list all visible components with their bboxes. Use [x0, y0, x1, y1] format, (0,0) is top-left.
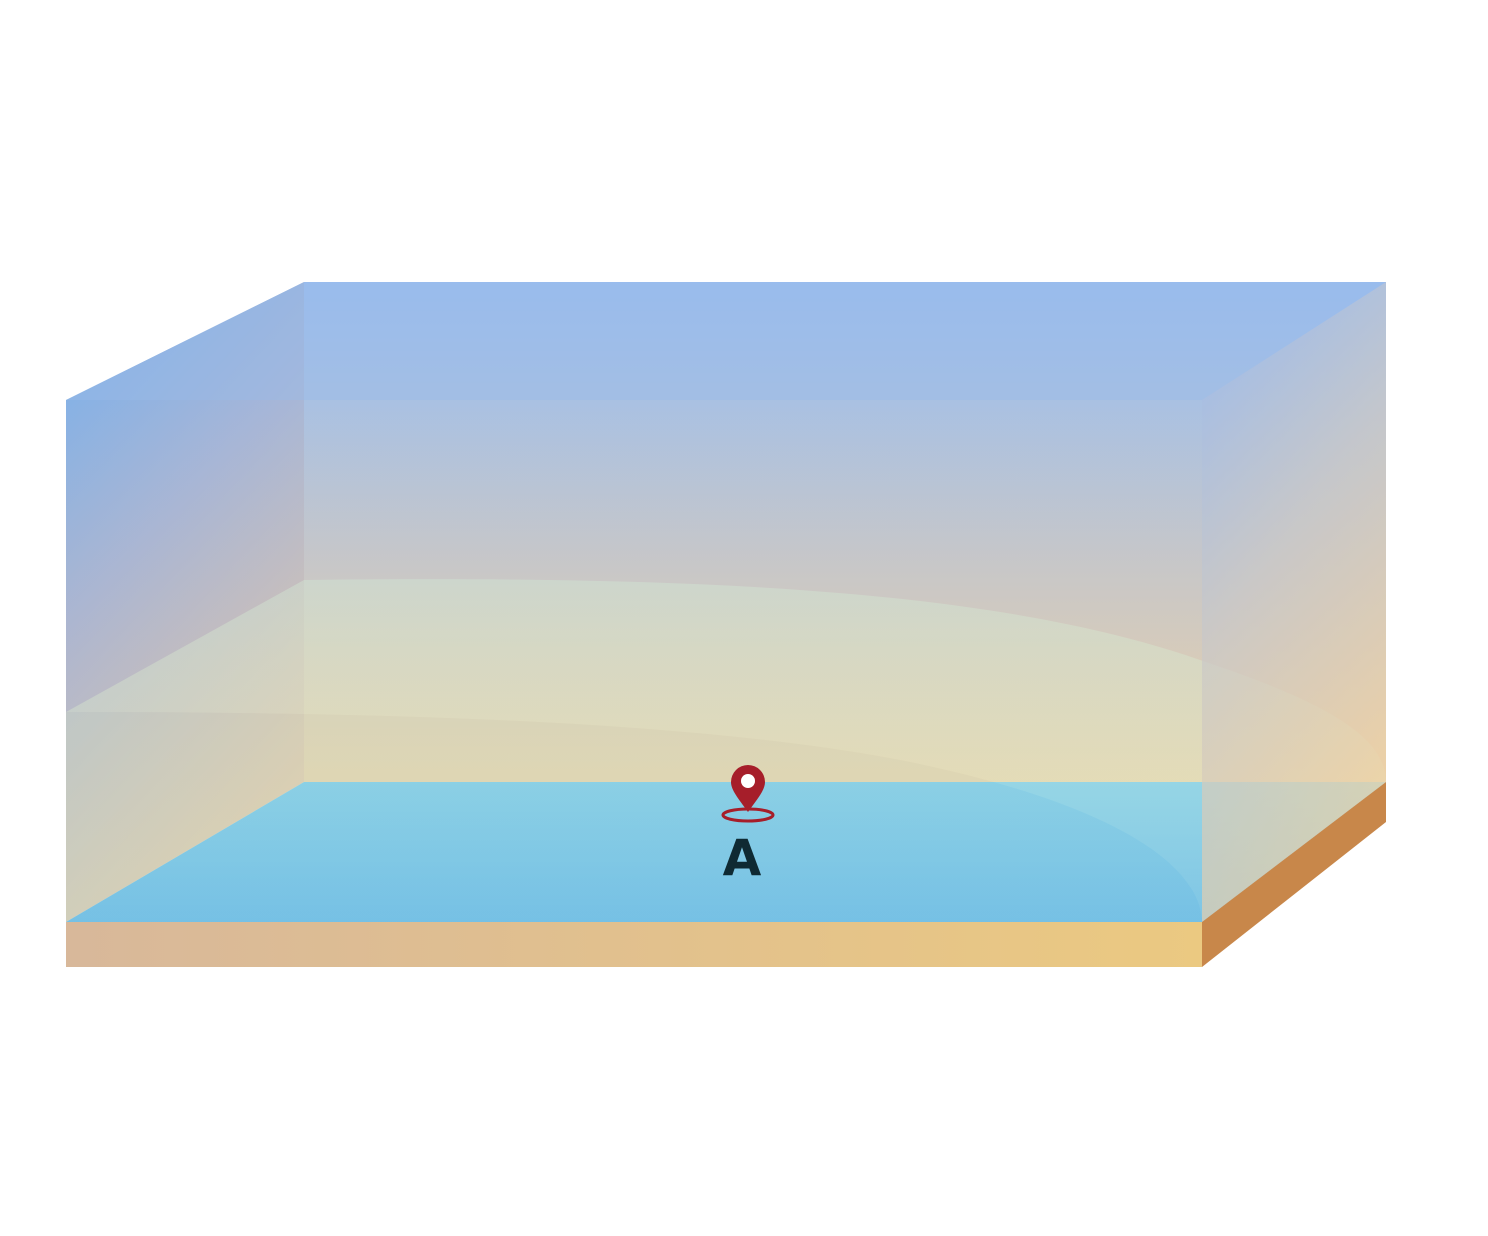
pin-hole: [741, 774, 755, 788]
map-pin-icon: [731, 765, 765, 812]
location-marker: A: [721, 765, 775, 887]
box-front-face: [66, 400, 1202, 922]
ground-side: [1202, 782, 1386, 967]
ground-front: [66, 922, 1202, 967]
box-top-face: [66, 282, 1386, 400]
marker-label: A: [723, 829, 762, 887]
box-right-wall: [1202, 282, 1386, 922]
